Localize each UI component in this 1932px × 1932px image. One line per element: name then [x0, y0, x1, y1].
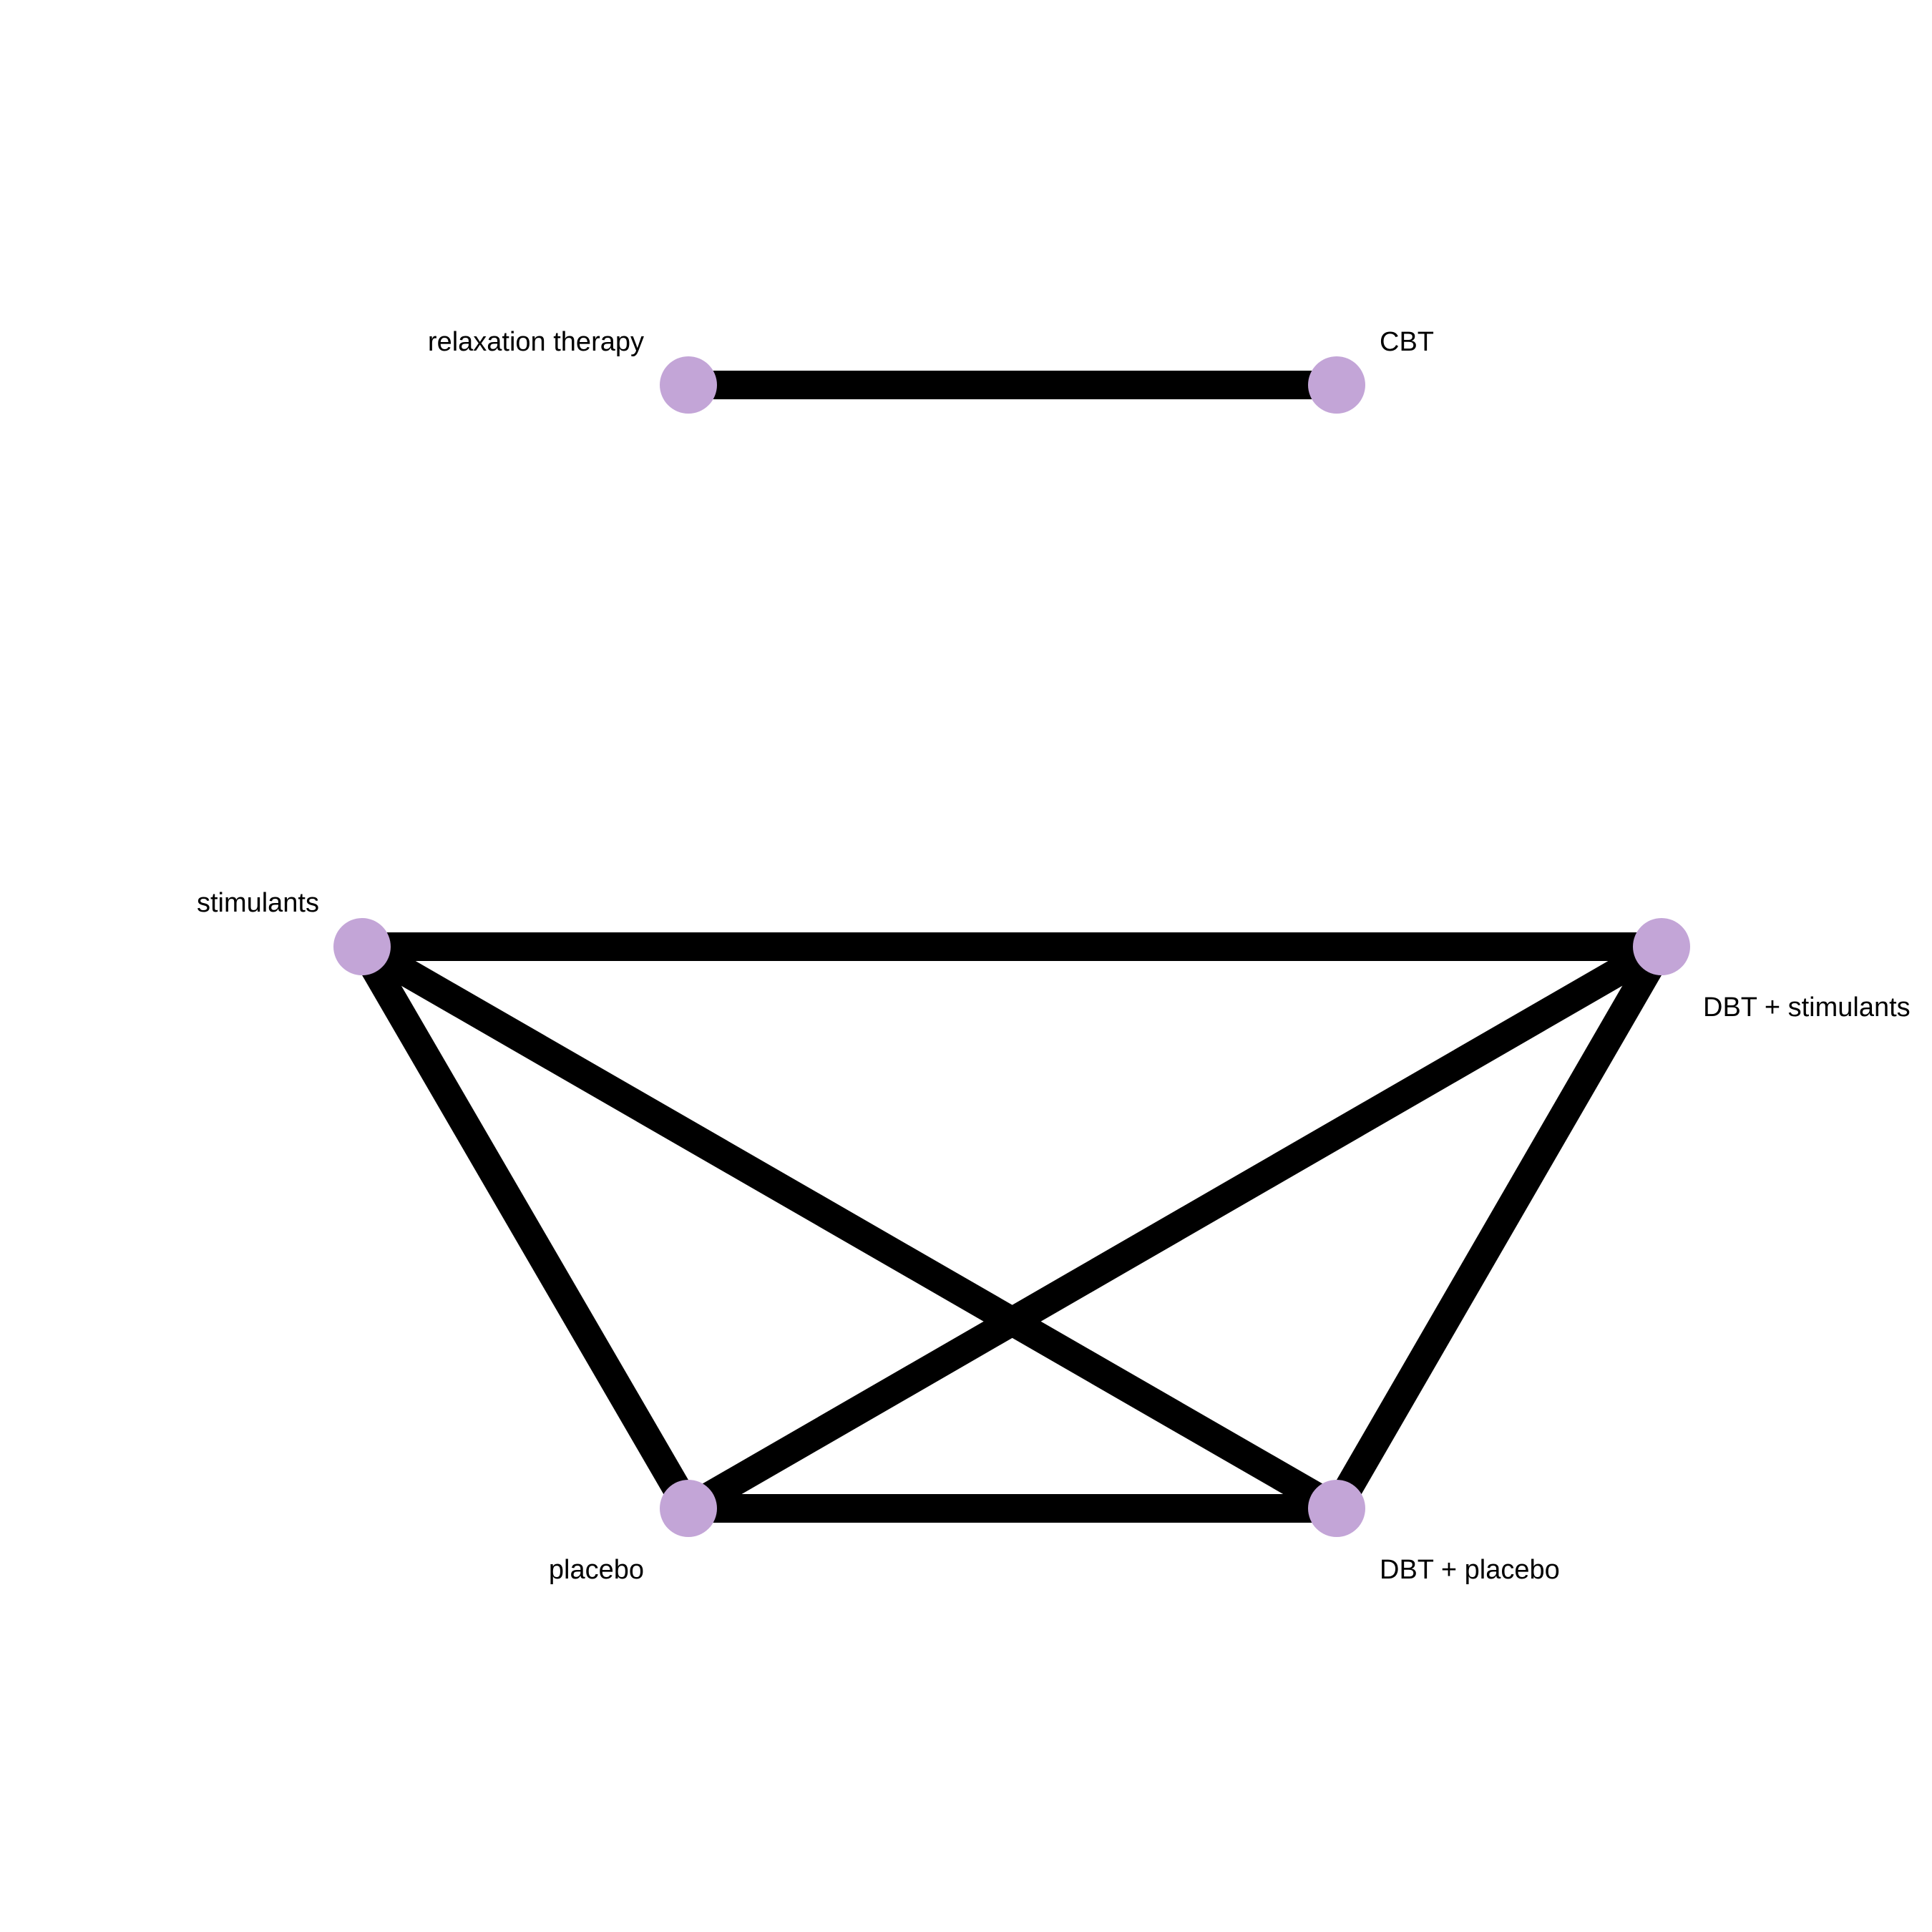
- node-label-dbt_placebo: DBT + placebo: [1380, 1555, 1560, 1585]
- node-label-placebo: placebo: [549, 1555, 644, 1585]
- edge-dbt_stim-placebo: [681, 934, 1669, 1521]
- edge-dbt_stim-dbt_placebo: [1324, 939, 1674, 1516]
- edges-layer: [349, 371, 1674, 1523]
- node-label-dbt_stim: DBT + stimulants: [1703, 992, 1911, 1023]
- node-dbt_stim: [1633, 918, 1690, 975]
- node-relaxation: [660, 356, 717, 414]
- node-label-cbt: CBT: [1380, 327, 1434, 357]
- edge-stimulants-dbt_placebo: [355, 934, 1344, 1521]
- node-stimulants: [333, 918, 391, 975]
- node-dbt_placebo: [1308, 1480, 1365, 1537]
- node-label-stimulants: stimulants: [197, 888, 319, 918]
- edge-stimulants-placebo: [349, 939, 701, 1516]
- node-cbt: [1308, 356, 1365, 414]
- nodes-layer: [333, 356, 1690, 1537]
- node-placebo: [660, 1480, 717, 1537]
- node-label-relaxation: relaxation therapy: [428, 327, 644, 357]
